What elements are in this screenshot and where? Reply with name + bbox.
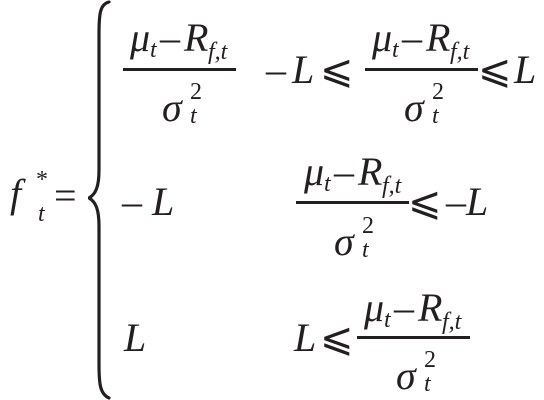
lhs-equals-sign: = [54, 173, 77, 218]
row3-cond-mu-sub: t [384, 307, 391, 333]
row1-cond-fraction-bar [365, 68, 478, 71]
row3-cond-R-sub: f,t [442, 309, 462, 335]
row2-cond-L: L [466, 179, 489, 224]
row2-value-minus: – [122, 179, 142, 224]
row2-cond-mu-sub: t [324, 171, 331, 197]
row2-cond-sigma-sup: 2 [362, 213, 374, 239]
row2-value-L: L [152, 179, 175, 224]
row3-cond-sigma-sub: t [424, 371, 431, 397]
row1-value-sigma-sup: 2 [190, 79, 202, 105]
row1-cond-R: R [426, 15, 451, 60]
row1-cond-mu: μ [372, 15, 393, 60]
row2-cond-fraction-bar [296, 201, 409, 204]
row1-value-R: R [184, 15, 209, 60]
row2-cond-R: R [358, 149, 383, 194]
row1-value-fraction-bar [123, 68, 236, 71]
row2-cond-num-minus: – [334, 149, 354, 194]
row1-cond-sigma: σ [404, 85, 424, 130]
row3-cond-sigma: σ [396, 353, 416, 398]
row2-cond-sigma: σ [334, 219, 354, 264]
row3-cond-L: L [294, 315, 317, 360]
row3-cond-mu: μ [364, 285, 385, 330]
row1-cond-leq-right: ⩽ [478, 47, 512, 92]
row1-cond-sigma-sup: 2 [432, 79, 444, 105]
row1-cond-L-left: L [292, 47, 315, 92]
row1-value-sigma: σ [162, 85, 182, 130]
row1-value-R-sub: f,t [208, 39, 228, 65]
row1-cond-leq-left: ⩽ [320, 47, 354, 92]
row1-cond-sigma-sub: t [432, 103, 439, 129]
row2-cond-R-sub: f,t [382, 173, 402, 199]
row2-cond-mu: μ [304, 149, 325, 194]
left-brace [88, 0, 111, 400]
row1-value-minus: – [160, 15, 180, 60]
lhs-subscript-t: t [38, 201, 45, 227]
lhs-superscript-star: * [36, 167, 48, 193]
row1-cond-R-sub: f,t [450, 39, 470, 65]
row1-cond-L-right: L [514, 47, 537, 92]
row3-cond-leq: ⩽ [320, 315, 354, 360]
row3-cond-R: R [418, 285, 443, 330]
row2-cond-leq: ⩽ [408, 179, 442, 224]
row2-cond-minus: – [446, 179, 466, 224]
row1-cond-mu-sub: t [392, 37, 399, 63]
row1-cond-minus: – [266, 47, 286, 92]
row1-cond-num-minus: – [402, 15, 422, 60]
row3-value-L: L [124, 315, 147, 360]
lhs-function-f: f [10, 171, 22, 216]
row3-cond-sigma-sup: 2 [424, 347, 436, 373]
row3-cond-fraction-bar [357, 336, 470, 339]
row3-cond-num-minus: – [394, 285, 414, 330]
row1-value-mu-sub: t [150, 37, 157, 63]
row2-cond-sigma-sub: t [362, 237, 369, 263]
row1-value-sigma-sub: t [190, 103, 197, 129]
row1-value-mu: μ [130, 15, 151, 60]
